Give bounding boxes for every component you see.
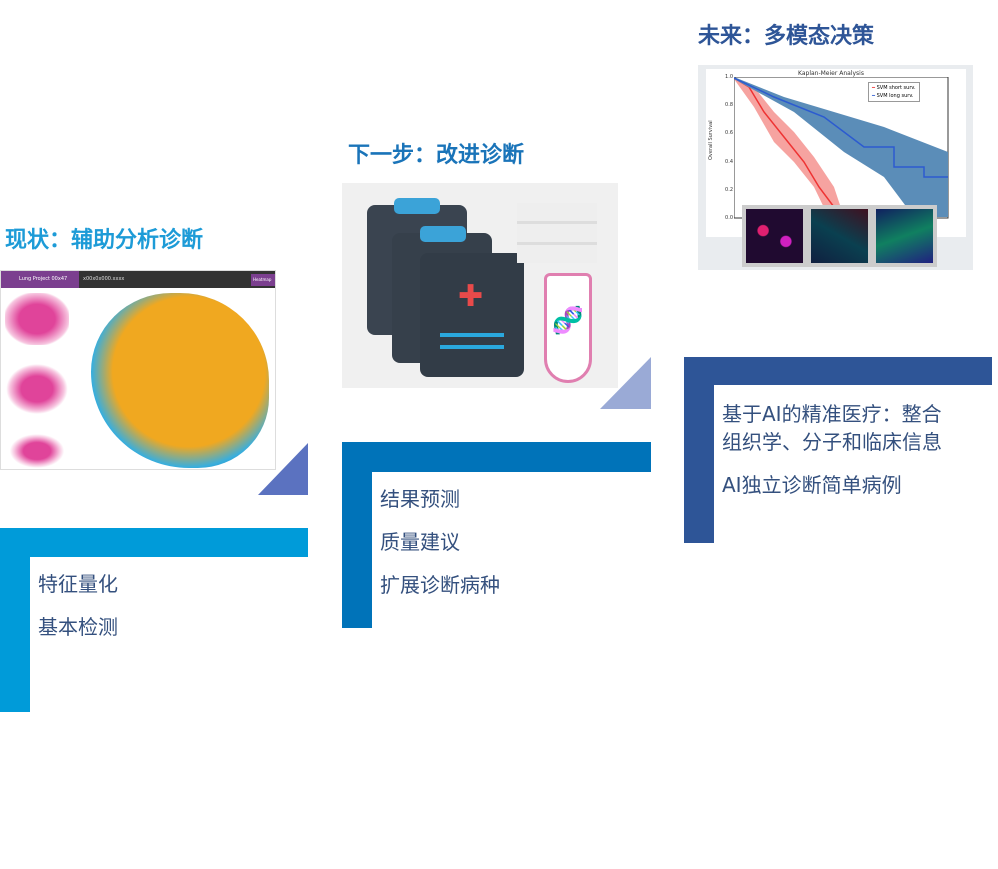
- dna-test-tube-icon: 🧬: [544, 273, 592, 383]
- pathology-viewer-screenshot: Lung Project 00x47 x00x0x000.xxxx Heatma…: [0, 270, 276, 470]
- stage2-heading: 下一步：改进诊断: [348, 143, 525, 168]
- glass-slides-icon: [517, 203, 597, 263]
- stage3-item: AI独立诊断简单病例: [722, 473, 902, 497]
- fluorescence-image: [876, 209, 933, 263]
- fluorescence-tiles: [742, 205, 937, 267]
- y-tick-label: 0.6: [725, 130, 733, 136]
- viewer-project-title: Lung Project 00x47: [1, 271, 79, 288]
- slide-thumbnail: [5, 363, 69, 415]
- stage1-item: 特征量化: [38, 572, 118, 596]
- legend-long: SVM long surv.: [876, 93, 914, 99]
- step2-post: [342, 442, 372, 628]
- clipboard-illustration: ✚ 🧬: [342, 183, 618, 388]
- y-tick-label: 0.8: [725, 102, 733, 108]
- step1-bar: [0, 528, 308, 557]
- survival-curves: [734, 77, 949, 219]
- y-tick-label: 0.4: [725, 159, 733, 165]
- chart-legend: ━ SVM short surv. ━ SVM long surv.: [868, 82, 920, 102]
- text-line-icon: [440, 333, 504, 337]
- clip-icon: [394, 198, 440, 214]
- fluorescence-image: [811, 209, 868, 263]
- slide-thumbnail: [5, 293, 69, 345]
- chart-title: Kaplan-Meier Analysis: [798, 70, 864, 77]
- heatmap-button: Heatmap: [251, 274, 275, 286]
- stage2-item: 结果预测: [380, 487, 460, 511]
- short-surv-curve: [734, 77, 839, 219]
- stage1-heading: 现状：辅助分析诊断: [5, 228, 204, 253]
- step2-bar: [342, 442, 651, 472]
- step3-bar: [684, 357, 992, 385]
- stage2-item: 质量建议: [380, 530, 460, 554]
- step1-post: [0, 528, 30, 712]
- stage3-item: 组织学、分子和临床信息: [722, 430, 942, 454]
- stage3-heading: 未来：多模态决策: [698, 24, 875, 49]
- y-tick-label: 0.2: [725, 187, 733, 193]
- chart-ylabel: Overall Survival: [708, 120, 714, 160]
- slide-thumbnail: [5, 431, 69, 469]
- legend-swatch-red: ━: [872, 85, 877, 91]
- step3-post: [684, 357, 714, 543]
- step-triangle: [258, 443, 308, 495]
- y-tick-label: 0.0: [725, 215, 733, 221]
- short-surv-confidence-band: [734, 77, 844, 218]
- clip-icon: [420, 226, 466, 242]
- kaplan-meier-figure: Kaplan-Meier Analysis Overall Survival 1…: [698, 65, 973, 270]
- text-line-icon: [440, 345, 504, 349]
- stage2-item: 扩展诊断病种: [380, 573, 500, 597]
- red-cross-icon: ✚: [458, 279, 484, 314]
- stage1-item: 基本检测: [38, 615, 118, 639]
- step-triangle: [600, 357, 651, 409]
- fluorescence-image: [746, 209, 803, 263]
- stage3-item: 基于AI的精准医疗：整合: [722, 402, 942, 426]
- y-tick-label: 1.0: [725, 74, 733, 80]
- long-surv-confidence-band: [734, 77, 948, 217]
- tissue-heatmap: [91, 293, 269, 468]
- long-surv-curve: [734, 77, 948, 178]
- medical-clipboard-icon: ✚: [420, 253, 524, 377]
- viewer-file-name: x00x0x000.xxxx: [79, 271, 275, 288]
- legend-swatch-blue: ━: [872, 93, 877, 99]
- legend-short: SVM short surv.: [876, 85, 916, 91]
